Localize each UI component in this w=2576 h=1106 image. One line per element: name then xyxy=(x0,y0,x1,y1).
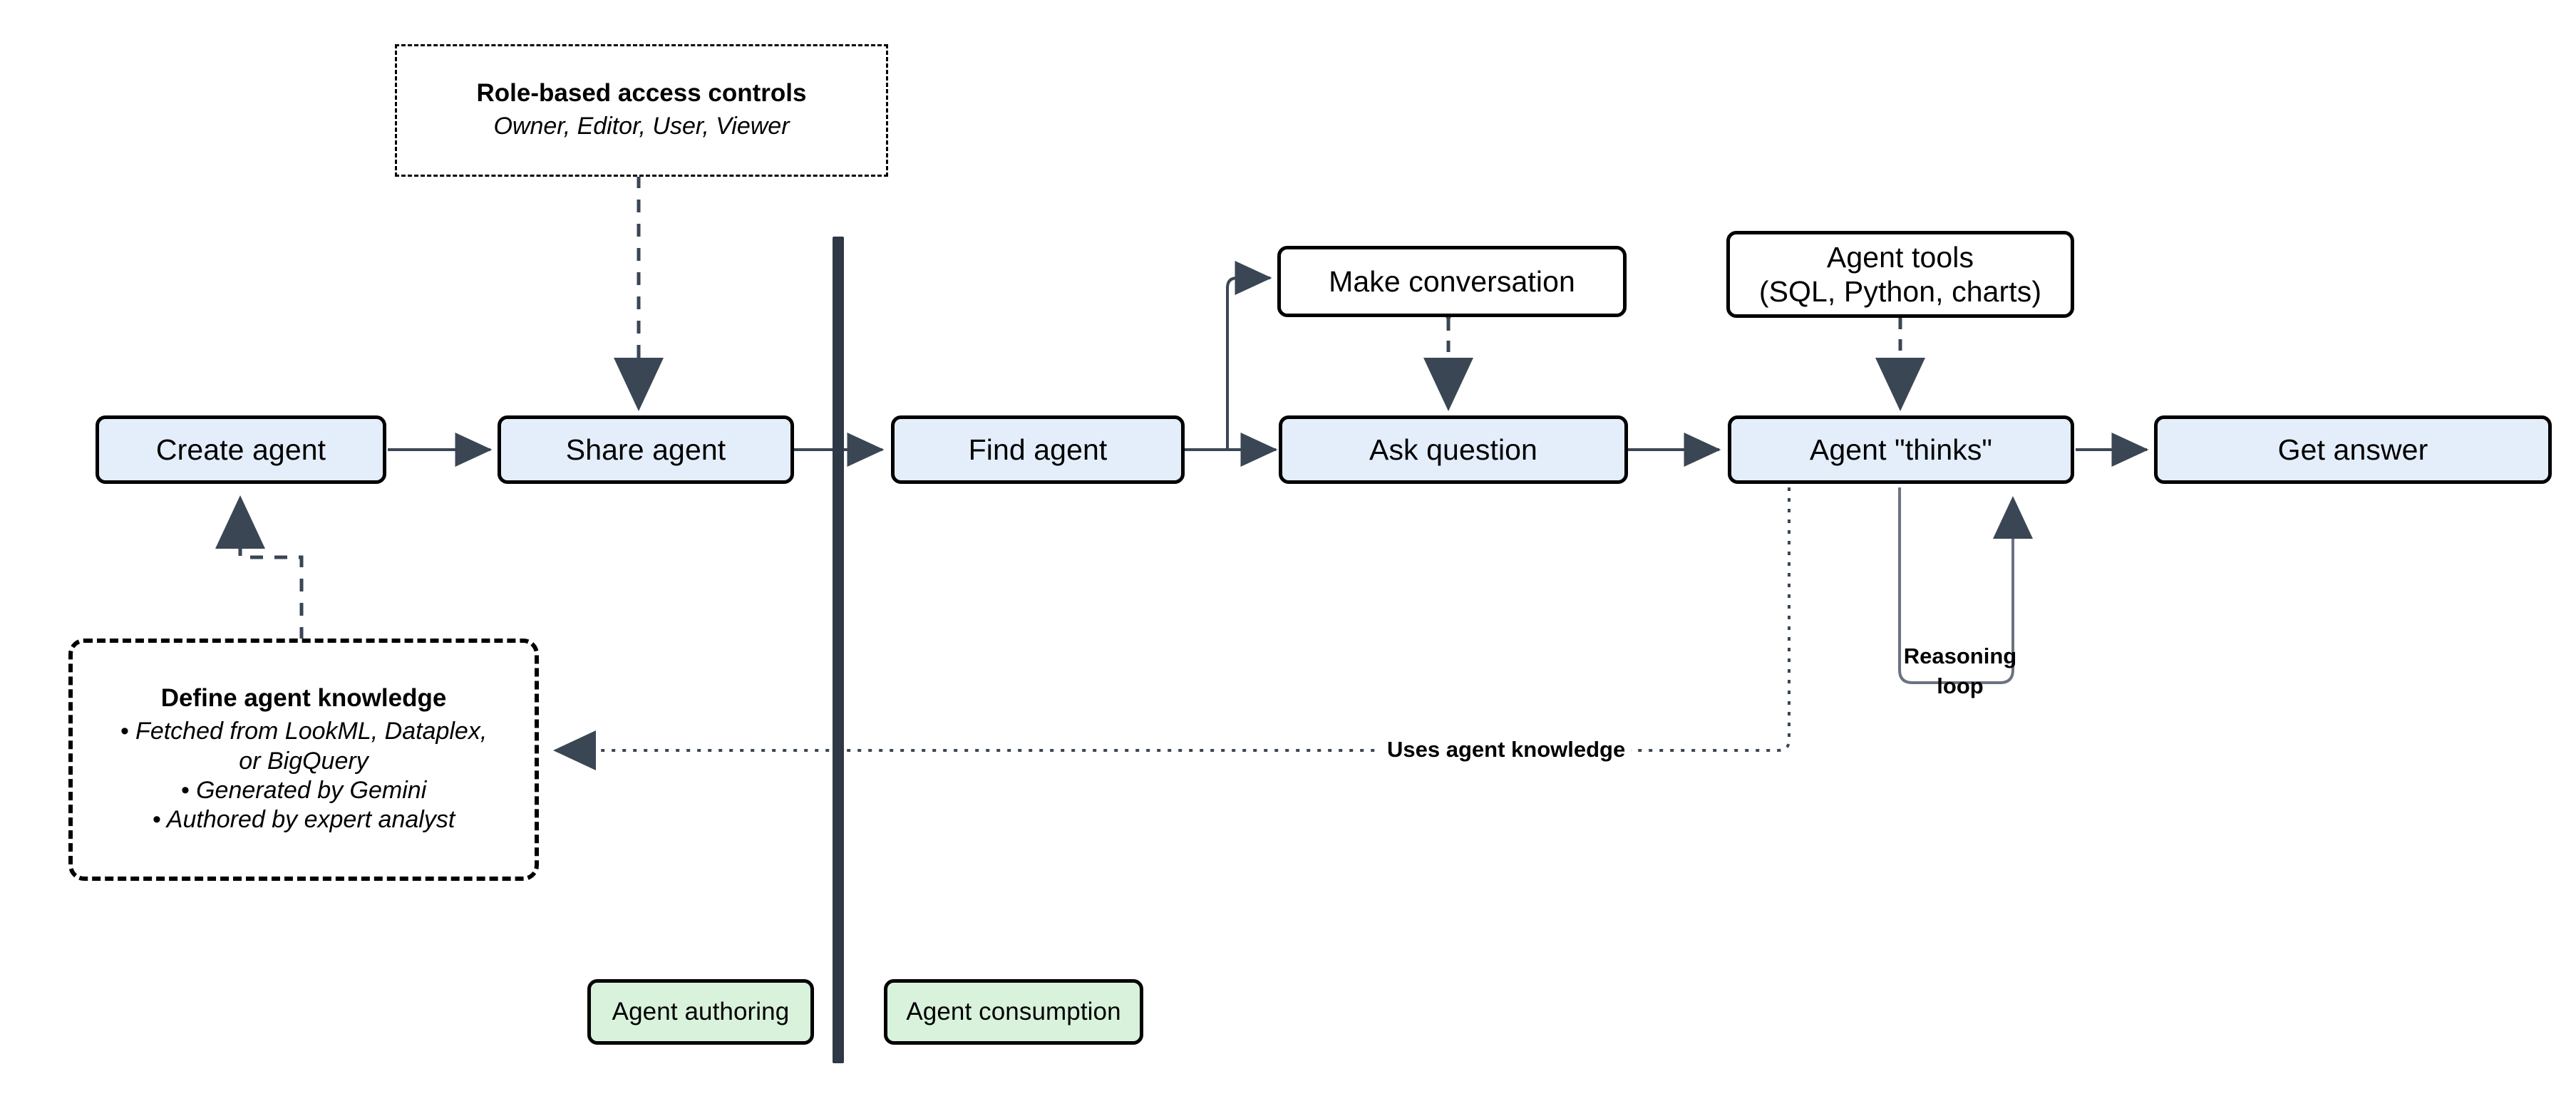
note-role-based-access-controls: Role-based access controls Owner, Editor… xyxy=(395,44,888,177)
legend-agent-authoring-label: Agent authoring xyxy=(612,998,790,1026)
node-make-conversation-label: Make conversation xyxy=(1329,264,1575,298)
node-agent-thinks[interactable]: Agent "thinks" xyxy=(1728,415,2074,484)
node-agent-thinks-label: Agent "thinks" xyxy=(1809,433,1993,466)
knowledge-note-bullet-3: • Authored by expert analyst xyxy=(152,806,455,834)
legend-agent-consumption: Agent consumption xyxy=(884,979,1143,1045)
node-share-agent-label: Share agent xyxy=(565,433,726,466)
node-find-agent[interactable]: Find agent xyxy=(891,415,1185,484)
uses-agent-knowledge-label: Uses agent knowledge xyxy=(1381,737,1632,763)
legend-agent-consumption-label: Agent consumption xyxy=(906,998,1121,1026)
note-define-agent-knowledge: Define agent knowledge • Fetched from Lo… xyxy=(68,639,539,881)
reasoning-loop-label: Reasoning loop xyxy=(1889,641,2031,701)
node-ask-question-label: Ask question xyxy=(1369,433,1537,466)
node-agent-tools[interactable]: Agent tools (SQL, Python, charts) xyxy=(1726,231,2074,318)
knowledge-note-bullet-1-cont: or BigQuery xyxy=(239,747,369,775)
edge-knowledge-to-create xyxy=(215,495,304,640)
node-make-conversation[interactable]: Make conversation xyxy=(1277,246,1627,317)
node-get-answer-label: Get answer xyxy=(2277,433,2428,466)
node-create-agent-label: Create agent xyxy=(155,433,326,466)
reasoning-loop-label-line1: Reasoning xyxy=(1903,644,2017,668)
node-share-agent[interactable]: Share agent xyxy=(498,415,794,484)
node-get-answer[interactable]: Get answer xyxy=(2154,415,2552,484)
legend-agent-authoring: Agent authoring xyxy=(587,979,814,1045)
knowledge-note-title: Define agent knowledge xyxy=(160,684,447,713)
reasoning-loop-label-line2: loop xyxy=(1937,673,1984,698)
rbac-note-subtitle: Owner, Editor, User, Viewer xyxy=(493,113,790,140)
knowledge-note-bullet-2: • Generated by Gemini xyxy=(180,777,427,804)
edge-uses-agent-knowledge xyxy=(553,487,1791,770)
knowledge-note-bullet-1: • Fetched from LookML, Dataplex, xyxy=(120,718,488,745)
node-ask-question[interactable]: Ask question xyxy=(1279,415,1628,484)
rbac-note-title: Role-based access controls xyxy=(476,79,807,108)
phase-divider xyxy=(833,237,844,1063)
node-agent-tools-label-line1: Agent tools xyxy=(1826,240,1974,274)
node-agent-tools-label-line2: (SQL, Python, charts) xyxy=(1758,275,2042,308)
node-find-agent-label: Find agent xyxy=(968,433,1108,466)
edge-find-to-make-conversation xyxy=(1226,261,1272,450)
node-create-agent[interactable]: Create agent xyxy=(96,415,386,484)
